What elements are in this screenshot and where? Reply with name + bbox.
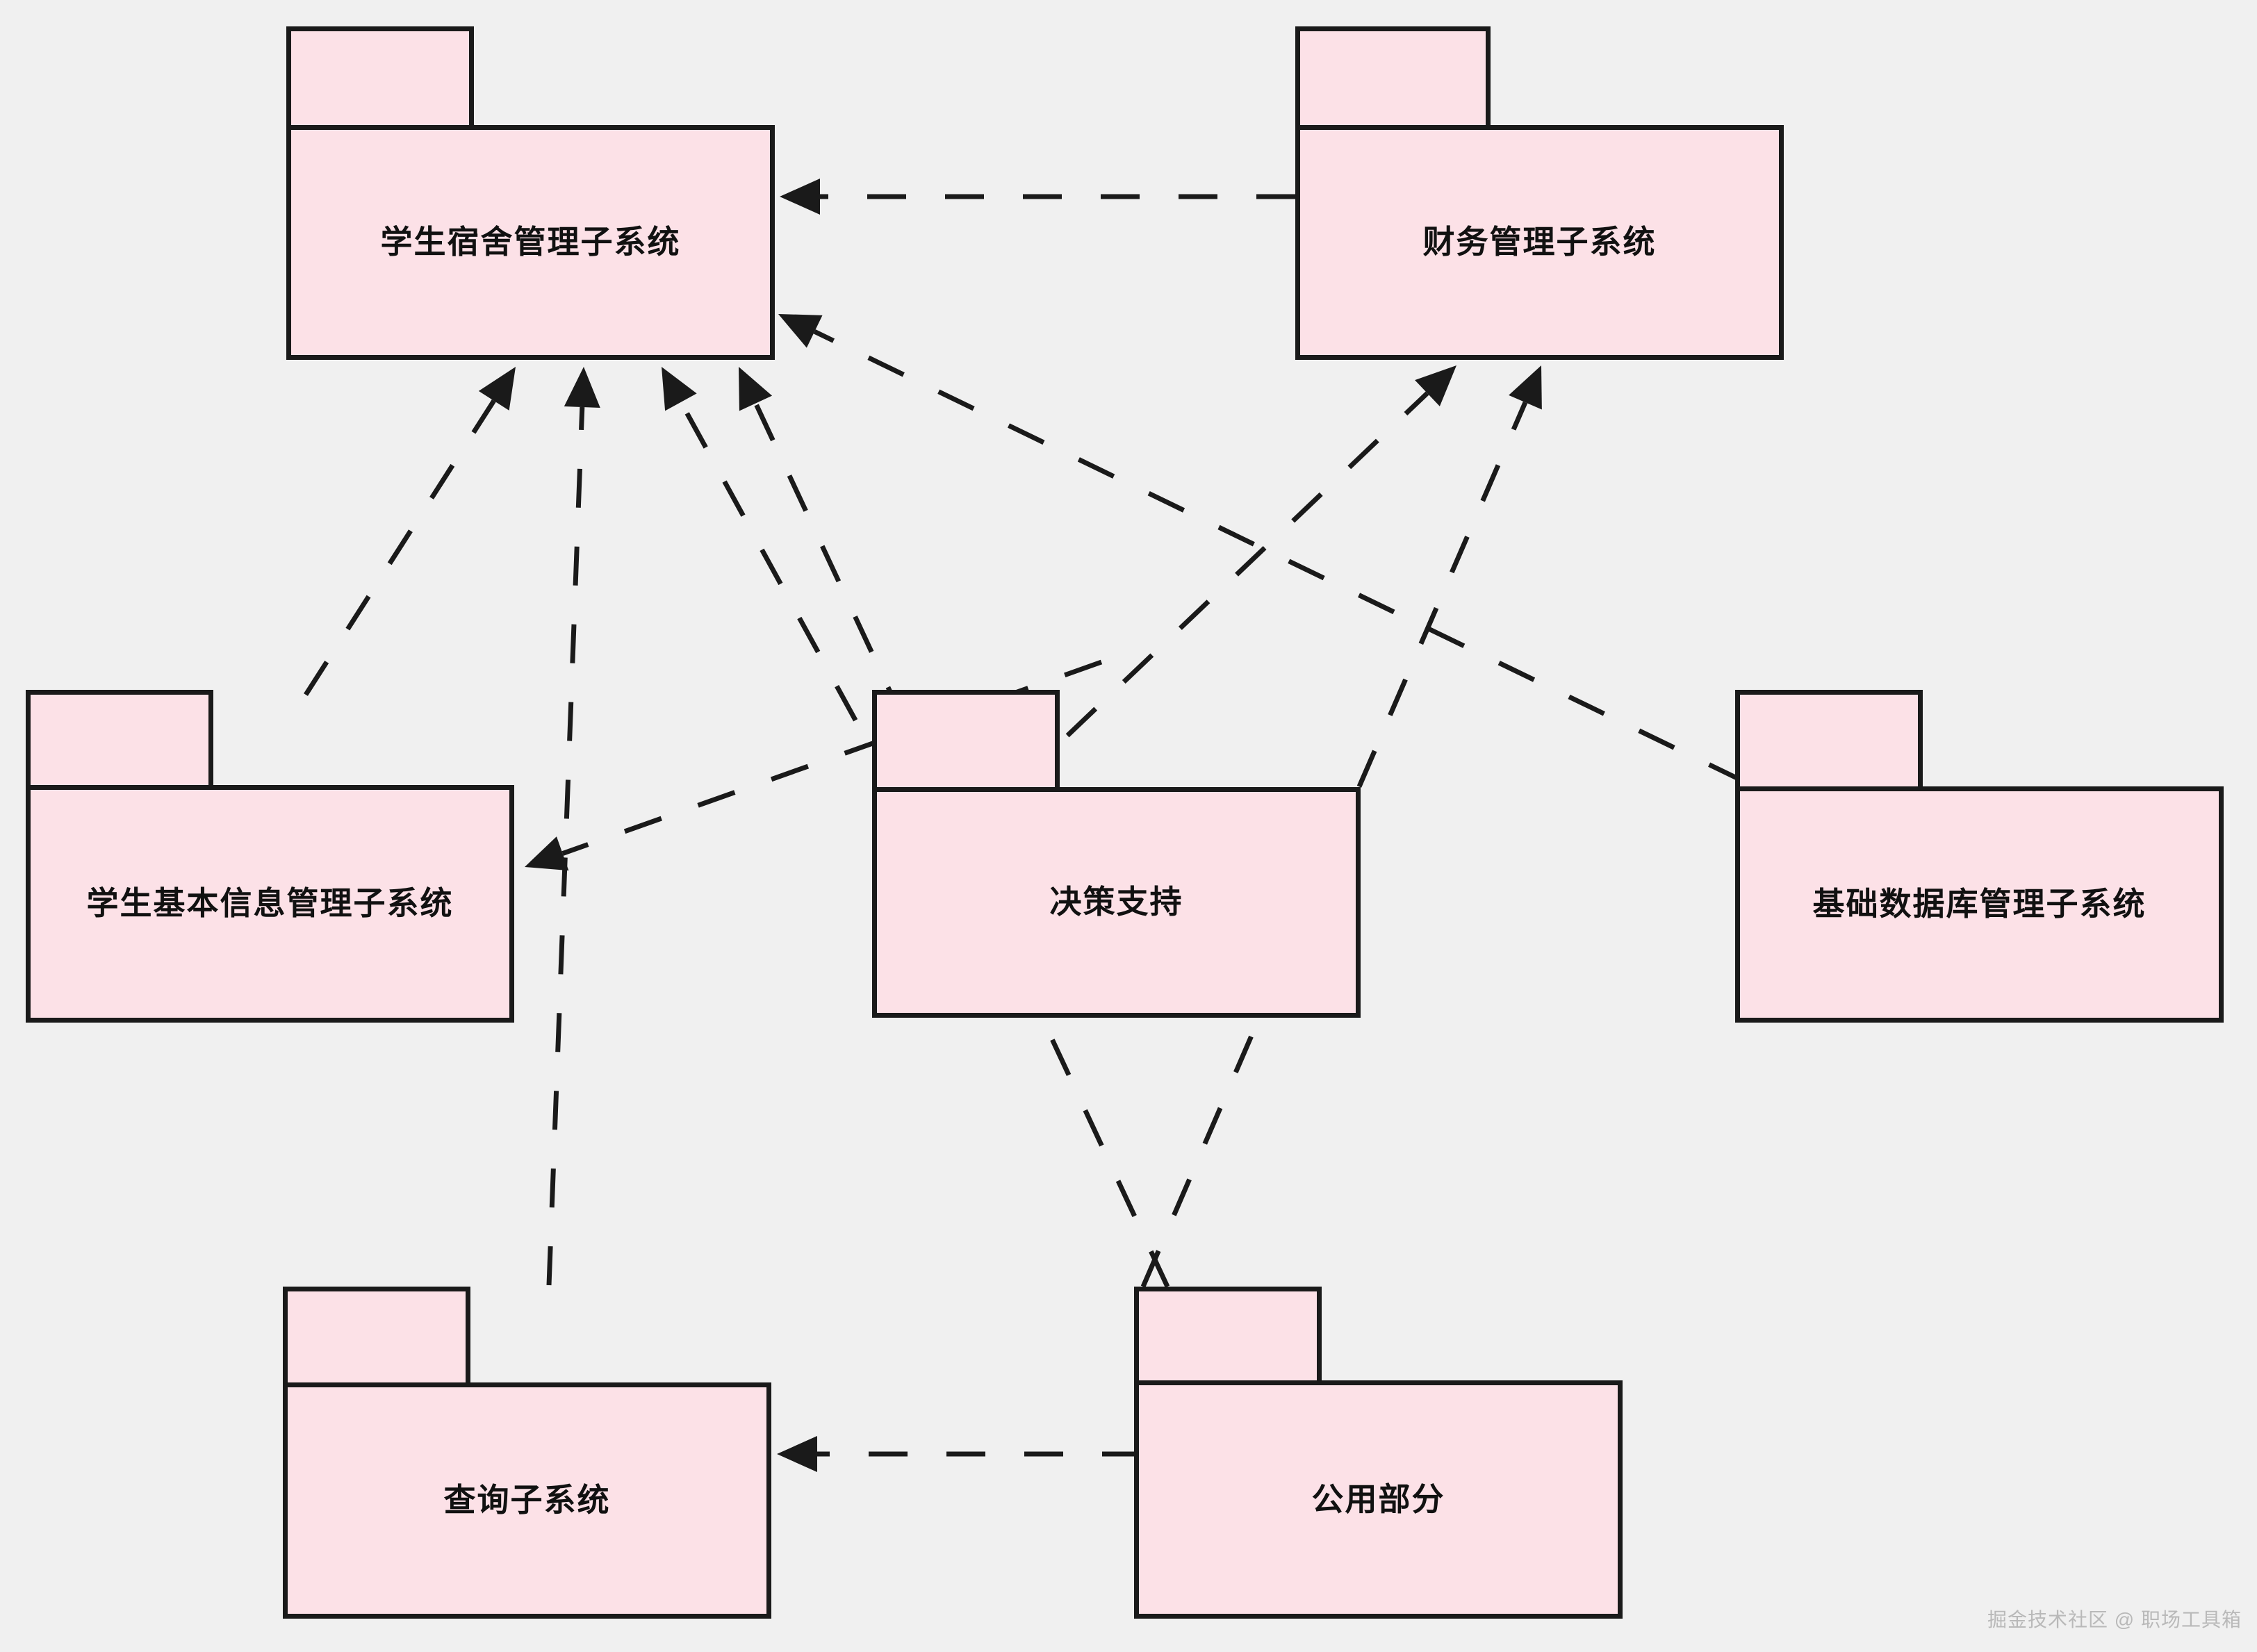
dependency-edge [304,367,516,696]
package-body-finance[interactable]: 财务管理子系统 [1295,125,1784,360]
arrowhead-icon [780,179,820,215]
dependency-edge [780,179,1295,215]
dependency-edge [662,367,896,790]
package-label-database: 基础数据库管理子系统 [1812,886,2147,923]
package-label-studentinfo: 学生基本信息管理子系统 [86,885,454,922]
arrowhead-icon [739,367,773,411]
package-label-common: 公用部分 [1311,1480,1445,1517]
package-label-query: 查询子系统 [443,1482,611,1519]
arrowhead-icon [478,367,516,411]
package-tab-dorm [286,26,474,129]
package-tab-finance [1295,26,1491,129]
package-tab-studentinfo [26,690,213,790]
package-body-database[interactable]: 基础数据库管理子系统 [1735,786,2224,1023]
arrowhead-icon [1509,365,1542,410]
package-body-common[interactable]: 公用部分 [1134,1380,1623,1619]
package-tab-common [1134,1287,1322,1385]
package-body-studentinfo[interactable]: 学生基本信息管理子系统 [26,785,514,1023]
package-label-dorm: 学生宿舍管理子系统 [380,224,681,261]
package-tab-database [1735,690,1923,791]
arrowhead-icon [662,367,697,411]
arrowhead-icon [777,1436,817,1472]
package-body-dorm[interactable]: 学生宿舍管理子系统 [286,125,775,360]
arrowhead-icon [1415,365,1456,406]
dependency-edge [546,367,600,1286]
package-label-finance: 财务管理子系统 [1422,224,1657,261]
arrowhead-icon [778,314,823,348]
package-body-query[interactable]: 查询子系统 [283,1382,771,1619]
package-label-decision: 决策支持 [1049,884,1183,920]
arrowhead-icon [564,367,600,408]
dependency-edge [1009,365,1456,791]
package-body-decision[interactable]: 决策支持 [872,787,1361,1018]
arrowhead-icon [525,836,569,871]
package-tab-decision [872,690,1060,792]
package-tab-query [283,1287,470,1387]
dependency-edge [777,1436,1141,1472]
watermark: 掘金技术社区 @ 职场工具箱 [1987,1609,2242,1630]
